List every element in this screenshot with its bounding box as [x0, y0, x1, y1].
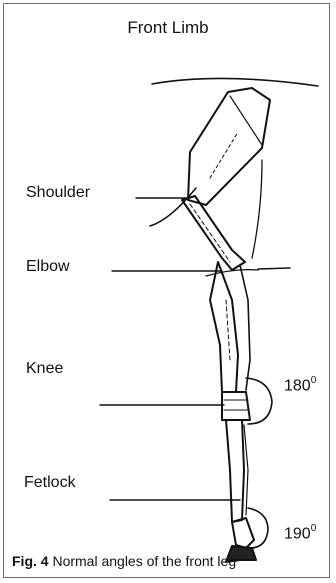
cannon-bone — [226, 420, 244, 522]
shoulder-label: Shoulder — [26, 184, 90, 202]
degree-symbol: 0 — [311, 523, 317, 534]
fetlock-joint — [232, 518, 254, 548]
back-line — [152, 78, 318, 86]
knee-angle-value: 1800 — [284, 376, 316, 395]
figure-caption: Fig. 4 Normal angles of the front leg — [12, 553, 236, 569]
elbow-label: Elbow — [26, 258, 70, 276]
knee-joint — [222, 392, 250, 420]
caption-text: Normal angles of the front leg — [52, 553, 236, 569]
fetlock-label: Fetlock — [24, 474, 76, 492]
figure-number: Fig. 4 — [12, 553, 49, 569]
knee-label: Knee — [26, 360, 63, 378]
humerus — [182, 196, 245, 270]
fetlock-angle-value: 1900 — [284, 524, 316, 543]
forearm — [210, 262, 238, 392]
degree-symbol: 0 — [311, 375, 317, 386]
